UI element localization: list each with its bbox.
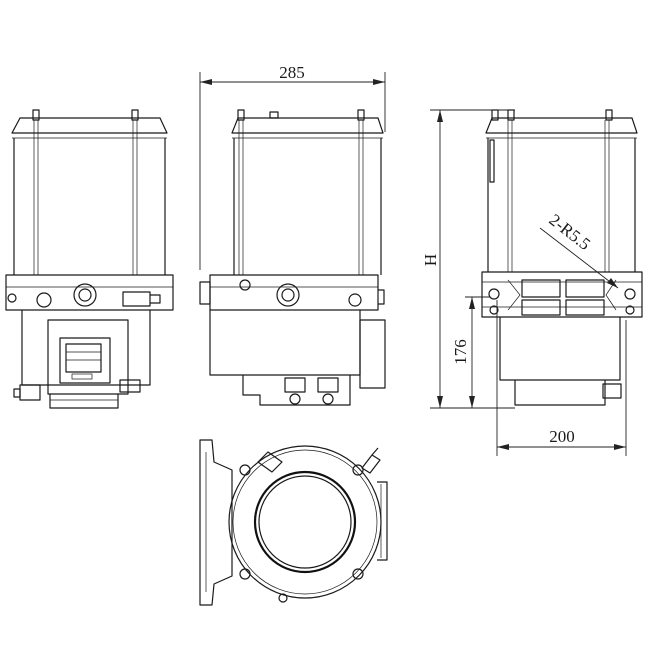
dimension-width-right-label: 200 <box>549 427 575 446</box>
top-view <box>199 439 388 606</box>
radius-leader <box>539 227 619 289</box>
front-view <box>5 109 174 409</box>
end-view <box>481 109 643 406</box>
dimension-base-height-label: 176 <box>451 339 470 365</box>
dimension-height-h-label: H <box>421 254 440 266</box>
dimension-height-h <box>430 109 515 409</box>
dimension-base-height <box>465 296 490 408</box>
dimension-width-right <box>496 300 627 456</box>
dimension-width-top <box>199 72 386 270</box>
radius-note-label: 2-R5.5 <box>546 210 595 254</box>
side-view <box>199 109 386 406</box>
dimension-width-top-label: 285 <box>279 63 305 82</box>
